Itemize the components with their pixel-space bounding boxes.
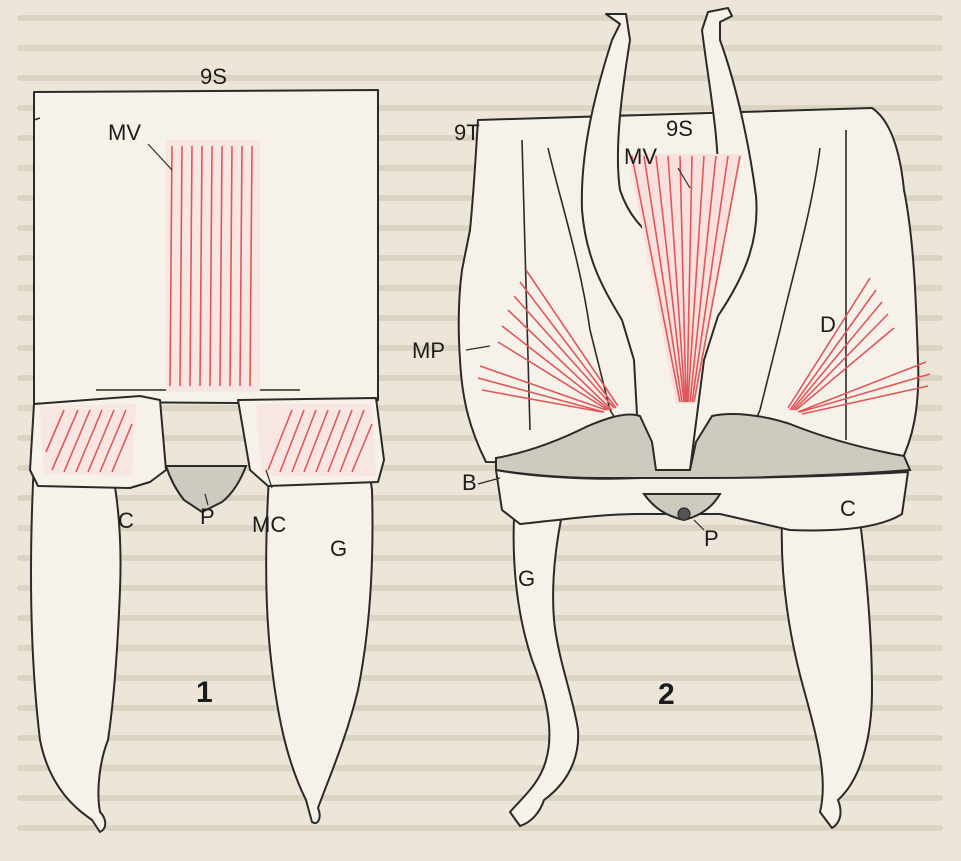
fig1-left-coxal-muscle — [40, 404, 136, 476]
figure-1: 9S MV C P MC G 1 — [30, 64, 384, 832]
fig2-label-ventral-muscle: MV — [624, 144, 657, 169]
fig2-label-sternite: 9S — [666, 116, 693, 141]
fig2-label-coxite: C — [840, 496, 856, 521]
fig1-label-ventral-muscle: MV — [108, 120, 141, 145]
fig2-right-gonostylus — [782, 520, 872, 828]
fig1-label-coxal-muscle: MC — [252, 512, 286, 537]
fig2-number: 2 — [658, 678, 675, 711]
fig1-label-sternite: 9S — [200, 64, 227, 89]
fig2-label-tergite: 9T — [454, 120, 480, 145]
fig2-penis-tip — [678, 508, 690, 520]
fig1-label-penis: P — [200, 504, 215, 529]
fig2-label-basal: B — [462, 470, 477, 495]
fig2-label-penis: P — [704, 526, 719, 551]
fig2-label-parameral-muscle: MP — [412, 338, 445, 363]
fig1-label-coxite: C — [118, 508, 134, 533]
fig1-label-gonostylus: G — [330, 536, 347, 561]
fig2-label-dorsal: D — [820, 312, 836, 337]
fig2-label-gonostylus: G — [518, 566, 535, 591]
fig1-ventral-muscle — [166, 140, 260, 392]
fig1-right-coxal-muscle — [256, 404, 376, 476]
fig1-left-gonostylus — [31, 462, 121, 832]
fig1-number: 1 — [196, 676, 213, 709]
